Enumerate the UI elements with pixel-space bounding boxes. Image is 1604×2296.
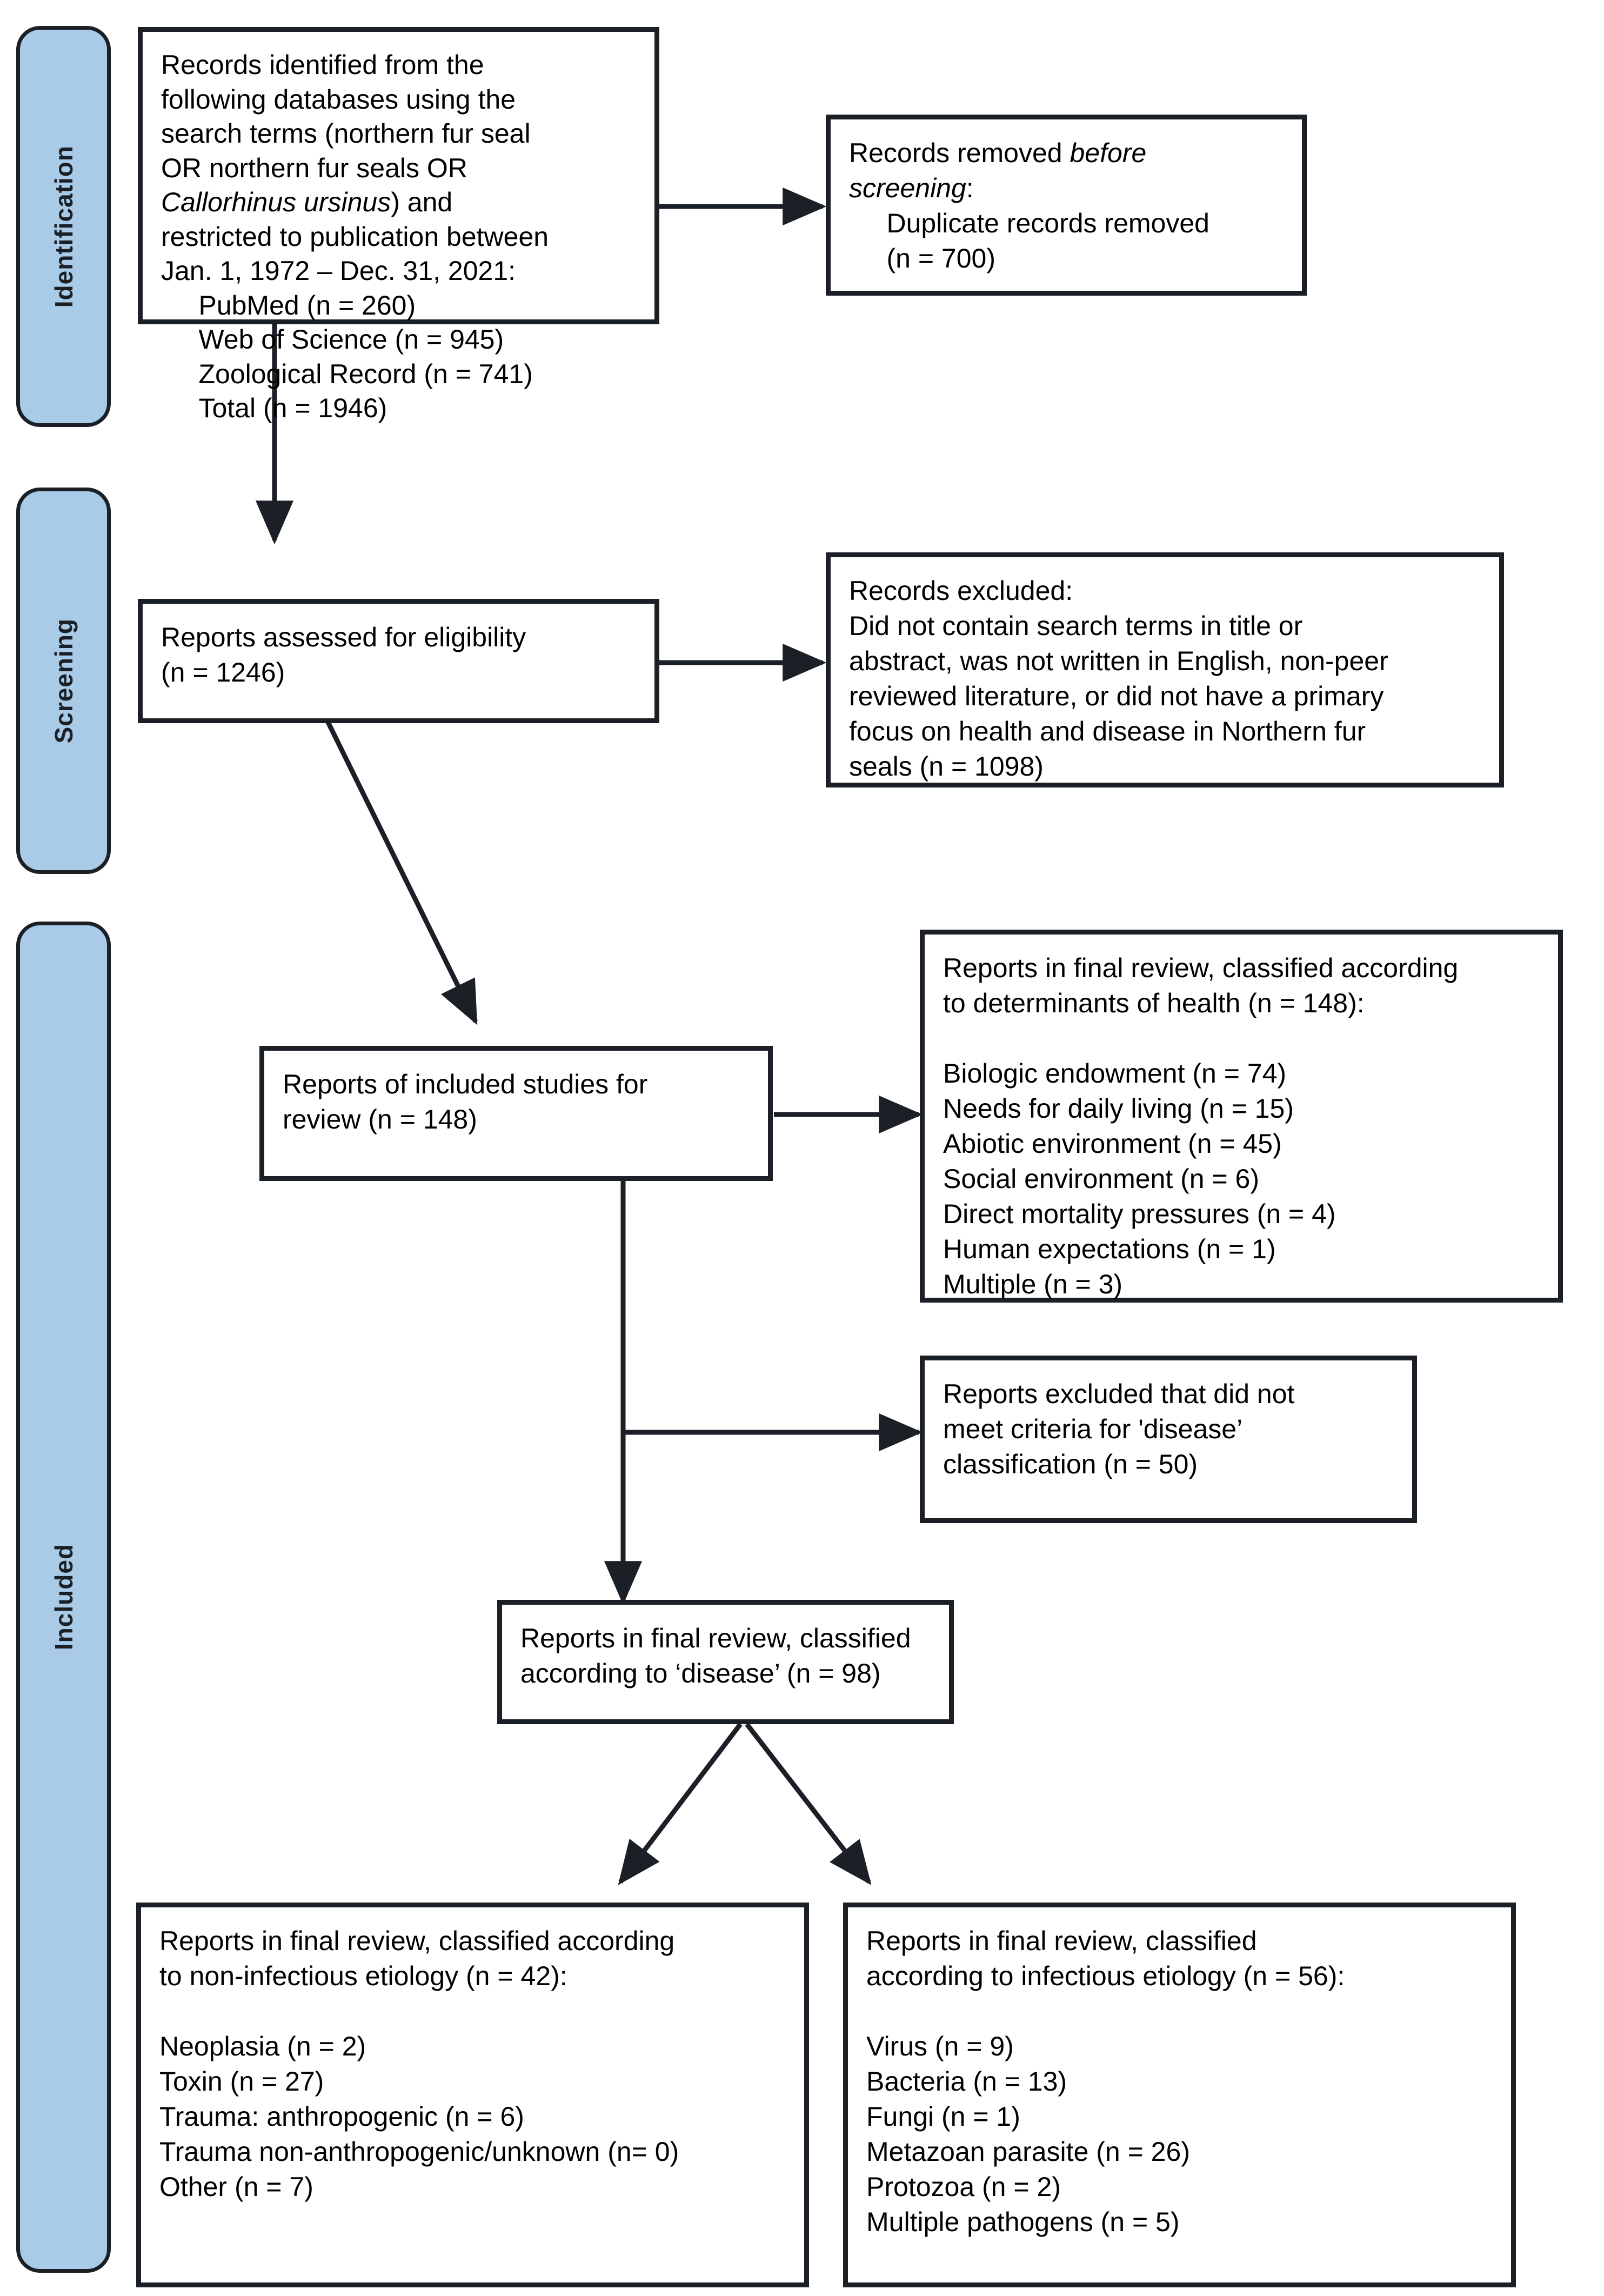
box-records-removed-text: Records removed before screening: Duplic… xyxy=(849,138,1209,273)
box-records-identified-text: Records identified from the following da… xyxy=(161,50,549,423)
box-reports-classified-disease-text: Reports in final review, classified acco… xyxy=(520,1623,911,1688)
connector-disease-to-noninfectious xyxy=(618,1723,743,1885)
connector-assessed-to-included xyxy=(320,711,478,1025)
box-records-identified: Records identified from the following da… xyxy=(138,27,659,423)
phase-bar-identification: Identification xyxy=(16,26,111,427)
box-infectious-etiology-text: Reports in final review, classified acco… xyxy=(866,1926,1345,2237)
box-reports-classified-disease: Reports in final review, classified acco… xyxy=(497,1600,954,1724)
box-reports-of-included-studies: Reports of included studies for review (… xyxy=(259,1046,773,1181)
box-reports-excluded-disease-criteria: Reports excluded that did not meet crite… xyxy=(920,1356,1417,1523)
phase-bar-included: Included xyxy=(16,922,111,2273)
box-determinants-of-health: Reports in final review, classified acco… xyxy=(920,930,1563,1303)
phase-label-screening: Screening xyxy=(49,618,78,744)
box-reports-assessed-text: Reports assessed for eligibility (n = 12… xyxy=(161,622,526,688)
box-reports-included-text: Reports of included studies for review (… xyxy=(283,1069,648,1134)
phase-bar-screening: Screening xyxy=(16,488,111,874)
box-records-excluded-text: Records excluded: Did not contain search… xyxy=(849,576,1388,782)
phase-label-identification: Identification xyxy=(49,145,78,308)
box-non-infectious-etiology-text: Reports in final review, classified acco… xyxy=(159,1926,679,2202)
box-infectious-etiology: Reports in final review, classified acco… xyxy=(843,1903,1516,2287)
connector-disease-to-infectious xyxy=(745,1723,872,1885)
box-reports-assessed-for-eligibility: Reports assessed for eligibility (n = 12… xyxy=(138,599,659,723)
box-non-infectious-etiology: Reports in final review, classified acco… xyxy=(136,1903,809,2287)
box-records-excluded: Records excluded: Did not contain search… xyxy=(826,552,1504,787)
box-determinants-of-health-text: Reports in final review, classified acco… xyxy=(943,953,1459,1299)
box-records-removed-before-screening: Records removed before screening: Duplic… xyxy=(826,115,1307,296)
box-reports-excluded-disease-text: Reports excluded that did not meet crite… xyxy=(943,1379,1295,1479)
phase-label-included: Included xyxy=(49,1544,78,1651)
